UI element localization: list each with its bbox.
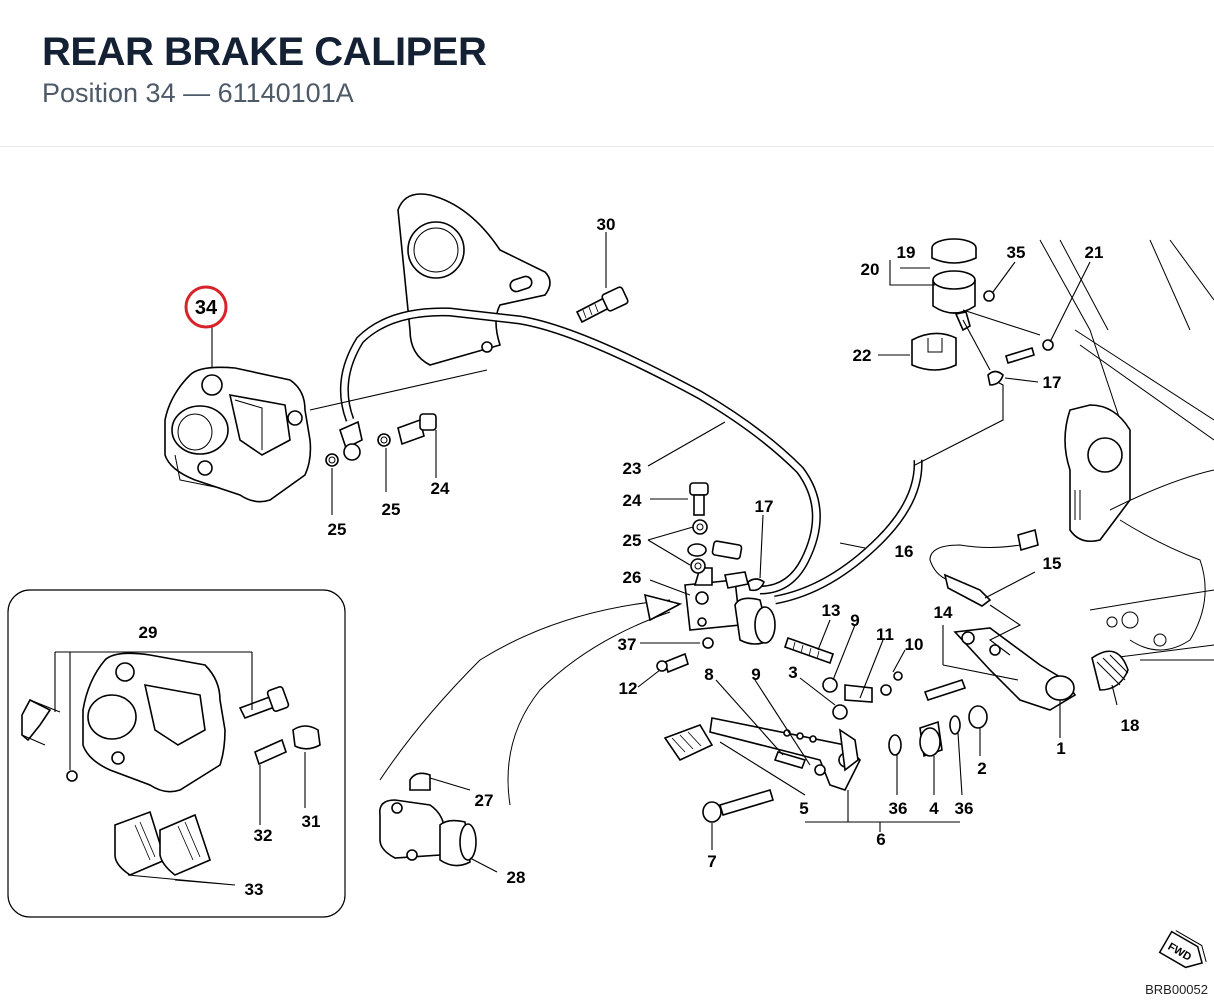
label-30: 30 bbox=[597, 215, 616, 234]
part-8-brake-lever bbox=[663, 717, 861, 791]
caliper-mounting-plate bbox=[397, 193, 551, 366]
page-subtitle: Position 34 — 61140101A bbox=[42, 78, 354, 108]
label-33: 33 bbox=[245, 880, 264, 899]
label-32: 32 bbox=[254, 826, 273, 845]
label-5: 5 bbox=[799, 799, 808, 818]
label-3: 3 bbox=[788, 663, 797, 682]
label-20: 20 bbox=[861, 260, 880, 279]
label-31: 31 bbox=[302, 812, 321, 831]
diagram-reference-code: BRB00052 bbox=[1145, 982, 1208, 997]
header-divider bbox=[0, 146, 1214, 147]
highlight-position-34[interactable]: 34 bbox=[184, 285, 228, 329]
label-9-lower: 9 bbox=[751, 665, 760, 684]
pivot-bushings bbox=[888, 705, 988, 758]
label-8: 8 bbox=[704, 665, 713, 684]
part-15-switch bbox=[929, 528, 1039, 656]
forward-direction-icon: FWD bbox=[1158, 930, 1207, 969]
detail-inset bbox=[7, 589, 346, 918]
pushrod-and-screws bbox=[656, 636, 835, 674]
label-25-middle: 25 bbox=[623, 531, 642, 550]
label-2: 2 bbox=[977, 759, 986, 778]
part-labels: 30 19 20 35 21 22 17 24 25 25 23 24 17 2… bbox=[139, 215, 1140, 899]
label-21: 21 bbox=[1085, 243, 1104, 262]
label-29: 29 bbox=[139, 623, 158, 642]
reservoir-assembly bbox=[911, 238, 1054, 386]
part-24-25-banjo-middle bbox=[687, 482, 709, 574]
label-19: 19 bbox=[897, 243, 916, 262]
label-34: 34 bbox=[195, 297, 218, 319]
frame-drawing bbox=[1039, 239, 1214, 661]
label-26: 26 bbox=[623, 568, 642, 587]
label-10: 10 bbox=[905, 635, 924, 654]
label-35: 35 bbox=[1007, 243, 1026, 262]
label-12: 12 bbox=[619, 679, 638, 698]
label-6: 6 bbox=[876, 830, 885, 849]
label-36-left: 36 bbox=[889, 799, 908, 818]
label-16: 16 bbox=[895, 542, 914, 561]
label-28: 28 bbox=[507, 868, 526, 887]
part-7-pivot-bolt bbox=[702, 789, 774, 823]
part-26-master-cylinder bbox=[684, 540, 776, 645]
part-14-lever-plate bbox=[923, 627, 1129, 711]
label-15: 15 bbox=[1043, 554, 1062, 573]
detail-callout-arrow bbox=[379, 593, 683, 806]
label-1: 1 bbox=[1056, 739, 1065, 758]
leader-lines bbox=[211, 260, 1118, 873]
label-24-left: 24 bbox=[431, 479, 450, 498]
label-17-middle: 17 bbox=[755, 497, 774, 516]
label-23: 23 bbox=[623, 459, 642, 478]
label-37: 37 bbox=[618, 635, 637, 654]
label-25-left-a: 25 bbox=[382, 500, 401, 519]
part-34-caliper bbox=[164, 366, 312, 503]
label-13: 13 bbox=[822, 601, 841, 620]
label-27: 27 bbox=[475, 791, 494, 810]
brake-hose-23 bbox=[309, 307, 821, 595]
label-11: 11 bbox=[876, 625, 894, 644]
part-30-bolt bbox=[575, 232, 629, 324]
part-17-hose-clip bbox=[747, 578, 765, 592]
label-17-upper: 17 bbox=[1043, 373, 1062, 392]
label-4: 4 bbox=[929, 799, 939, 818]
label-18: 18 bbox=[1121, 716, 1140, 735]
label-24-middle: 24 bbox=[623, 491, 642, 510]
label-9-upper: 9 bbox=[850, 611, 859, 630]
label-25-left-b: 25 bbox=[328, 520, 347, 539]
clevis-parts bbox=[822, 671, 903, 720]
header: REAR BRAKE CALIPER Position 34 — 6114010… bbox=[0, 0, 1214, 146]
label-36-right: 36 bbox=[955, 799, 974, 818]
label-22: 22 bbox=[853, 346, 872, 365]
page-title: REAR BRAKE CALIPER bbox=[42, 30, 487, 74]
part-24-banjo-left bbox=[325, 413, 437, 467]
label-7: 7 bbox=[707, 852, 716, 871]
label-14: 14 bbox=[934, 603, 953, 622]
part-27-28-master-cylinder-small bbox=[378, 772, 477, 867]
